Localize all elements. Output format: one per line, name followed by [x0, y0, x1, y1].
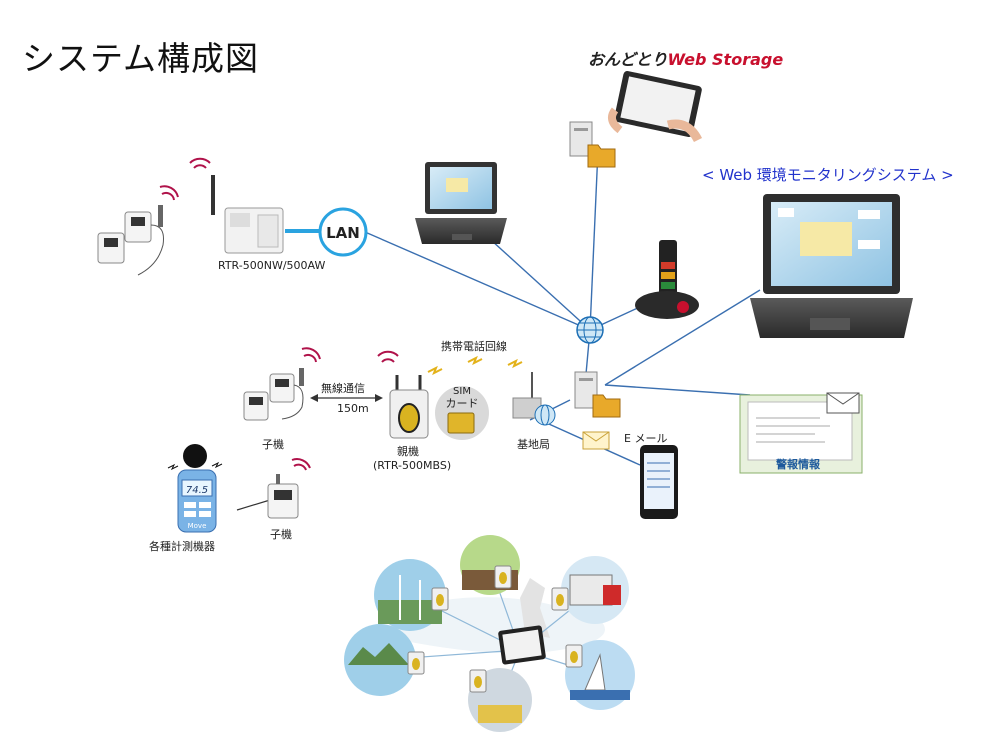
- link-meter-child: [236, 499, 271, 511]
- meter-reading: 74.5: [186, 485, 208, 496]
- signal-icon: [159, 185, 179, 201]
- web-storage-logo: おんどとりWeb Storage: [588, 46, 783, 70]
- child-label-1: 子機: [262, 438, 284, 451]
- child-label-2: 子機: [270, 528, 292, 541]
- signal-icon: [291, 458, 311, 471]
- server-icon: [569, 121, 616, 168]
- web-storage-logo-part1: おんどとり: [588, 50, 668, 69]
- signal-icon: [189, 157, 211, 169]
- alert-window: 警報情報: [739, 392, 863, 474]
- child-sensor-pair: [243, 368, 304, 421]
- smartphone-icon: [640, 445, 678, 519]
- parent-unit-icon: [389, 375, 429, 439]
- meter-brand: Move: [188, 522, 207, 530]
- parent-model-label: (RTR-500MBS): [373, 459, 452, 472]
- link-server-alert: [604, 384, 751, 396]
- web-storage-logo-part2: Web Storage: [667, 50, 784, 69]
- sim-card-line1: SIM: [453, 386, 471, 397]
- wireless-arrow: [310, 394, 383, 402]
- tablet-icon: [607, 70, 703, 143]
- deployment-illustration: [344, 535, 635, 732]
- base-station-icon: [512, 372, 556, 426]
- signal-icon: [377, 350, 399, 363]
- page-title: システム構成図: [22, 39, 260, 78]
- warning-light-icon: [635, 240, 699, 319]
- parent-label: 親機: [397, 445, 419, 458]
- meters-label: 各種計測機器: [149, 540, 215, 553]
- laptop-icon: [415, 162, 507, 244]
- email-label: E メール: [624, 432, 668, 445]
- wireless-label: 無線通信: [321, 382, 365, 395]
- sim-card-icon: SIM カード: [435, 386, 489, 440]
- monitoring-laptop-icon: [750, 194, 913, 338]
- sim-card-line2: カード: [446, 397, 479, 410]
- base-unit-lan-label: RTR-500NW/500AW: [218, 259, 326, 272]
- link-lan-internet: [364, 231, 591, 331]
- link-laptop-internet: [479, 229, 591, 331]
- sound-meter-icon: 74.5 Move: [167, 444, 223, 533]
- mail-icon: [826, 392, 860, 414]
- mobile-signal-bolts: [427, 355, 523, 376]
- sensor-pair-top: [97, 205, 164, 276]
- alert-label: 警報情報: [775, 457, 821, 471]
- link-server-internet: [589, 149, 599, 331]
- base-unit-lan: [211, 175, 284, 254]
- globe-icon: [576, 316, 604, 344]
- server-icon: [574, 371, 621, 418]
- child-sensor: [267, 474, 299, 519]
- distance-label: 150m: [337, 402, 369, 415]
- mobile-line-label: 携帯電話回線: [441, 340, 507, 353]
- connection-lines: [236, 149, 761, 511]
- link-server-monitor: [604, 289, 761, 386]
- signal-icon: [301, 347, 321, 363]
- mail-icon: [582, 431, 610, 450]
- lan-node: LAN: [318, 207, 368, 257]
- web-monitoring-system-label: < Web 環境モニタリングシステム >: [702, 166, 954, 184]
- lan-label: LAN: [326, 224, 360, 242]
- base-station-label: 基地局: [517, 438, 550, 451]
